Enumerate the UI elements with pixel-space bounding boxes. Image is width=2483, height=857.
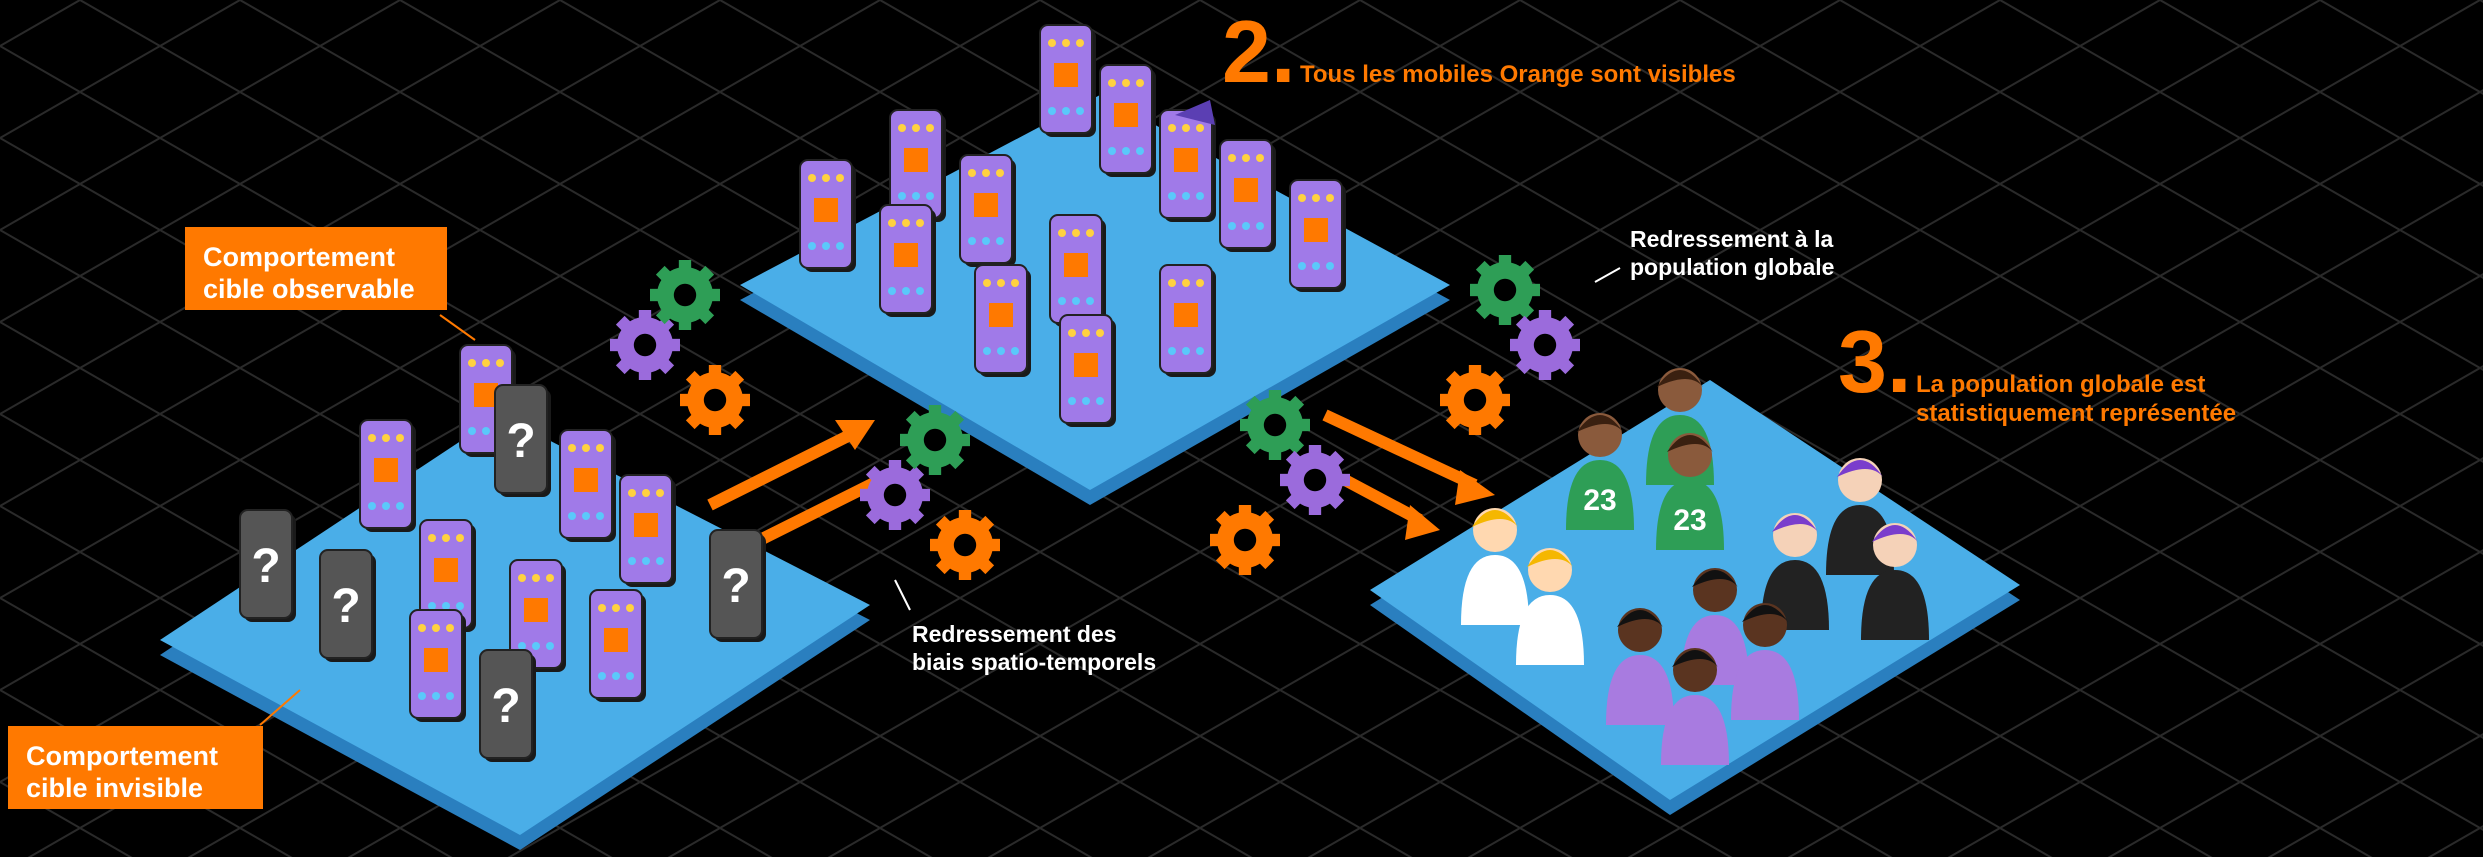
phone-icon xyxy=(1099,64,1156,177)
question-mark-label: ? xyxy=(251,540,280,593)
annotation-population: Redressement à la population globale xyxy=(1630,226,1835,280)
phone-icon xyxy=(589,589,646,702)
step-3-text: La population globale est statistiquemen… xyxy=(1916,371,2237,427)
callout-connector-observable xyxy=(439,314,476,341)
phone-icon xyxy=(619,474,676,587)
person-icon xyxy=(1606,608,1674,725)
question-mark-label: ? xyxy=(491,680,520,733)
step-3-number: 3. xyxy=(1838,312,1912,411)
gear-icon xyxy=(1440,365,1510,435)
person-icon xyxy=(1516,548,1584,665)
person-icon xyxy=(1661,648,1729,765)
phone-icon xyxy=(959,154,1016,267)
jersey-number-label: 23 xyxy=(1583,484,1616,517)
jersey-number-label: 23 xyxy=(1673,504,1706,537)
person-icon: 23 xyxy=(1566,413,1634,530)
phone-icon xyxy=(889,109,946,222)
annotation-connector-spatio xyxy=(894,579,911,611)
phone-icon-unknown: ? xyxy=(239,509,296,622)
annotation-connector-population xyxy=(1594,267,1621,283)
gear-icon xyxy=(1240,390,1310,460)
gear-icon xyxy=(1280,445,1350,515)
annotation-spatio: Redressement des biais spatio-temporels xyxy=(912,621,1157,675)
phone-icon-unknown: ? xyxy=(319,549,376,662)
person-icon xyxy=(1861,523,1929,640)
phone-icon-unknown: ? xyxy=(479,649,536,762)
phone-icon-unknown: ? xyxy=(494,384,551,497)
arrow-icon-center-to-right xyxy=(1322,409,1495,540)
step-2-text: Tous les mobiles Orange sont visibles xyxy=(1300,61,1736,88)
phone-icon xyxy=(1039,24,1096,137)
phone-icon xyxy=(1049,214,1106,327)
callout-connector-invisible xyxy=(259,689,301,726)
phone-icon xyxy=(1159,109,1216,222)
gear-icon xyxy=(650,260,720,330)
phone-icon xyxy=(359,419,416,532)
phone-icon xyxy=(559,429,616,542)
phone-icon xyxy=(509,559,566,672)
phone-icon xyxy=(1289,179,1346,292)
gear-icon xyxy=(860,460,930,530)
callout-invisible: Comportement cible invisible xyxy=(8,726,263,809)
phone-icon xyxy=(1159,264,1216,377)
phone-icon xyxy=(974,264,1031,377)
gear-icon xyxy=(1510,310,1580,380)
question-mark-label: ? xyxy=(721,560,750,613)
gear-icon xyxy=(610,310,680,380)
phones-group: ????? xyxy=(239,24,1346,762)
phone-icon-unknown: ? xyxy=(709,529,766,642)
step-2-number: 2. xyxy=(1222,2,1296,101)
gears-group xyxy=(610,255,1580,580)
phone-icon xyxy=(1219,139,1276,252)
people-group: 23 23 xyxy=(1461,368,1929,765)
gear-icon xyxy=(930,510,1000,580)
question-mark-label: ? xyxy=(506,415,535,468)
gear-icon xyxy=(680,365,750,435)
phone-icon xyxy=(409,609,466,722)
person-icon xyxy=(1461,508,1529,625)
gear-icon xyxy=(1210,505,1280,575)
person-icon: 23 xyxy=(1656,433,1724,550)
gear-icon xyxy=(1470,255,1540,325)
gear-icon xyxy=(900,405,970,475)
phone-icon xyxy=(419,519,476,632)
callout-observable: Comportement cible observable xyxy=(185,227,447,310)
person-icon xyxy=(1731,603,1799,720)
question-mark-label: ? xyxy=(331,580,360,633)
phone-icon xyxy=(1059,314,1116,427)
flag-icon xyxy=(1175,100,1215,125)
phone-icon xyxy=(799,159,856,272)
phone-icon xyxy=(879,204,936,317)
